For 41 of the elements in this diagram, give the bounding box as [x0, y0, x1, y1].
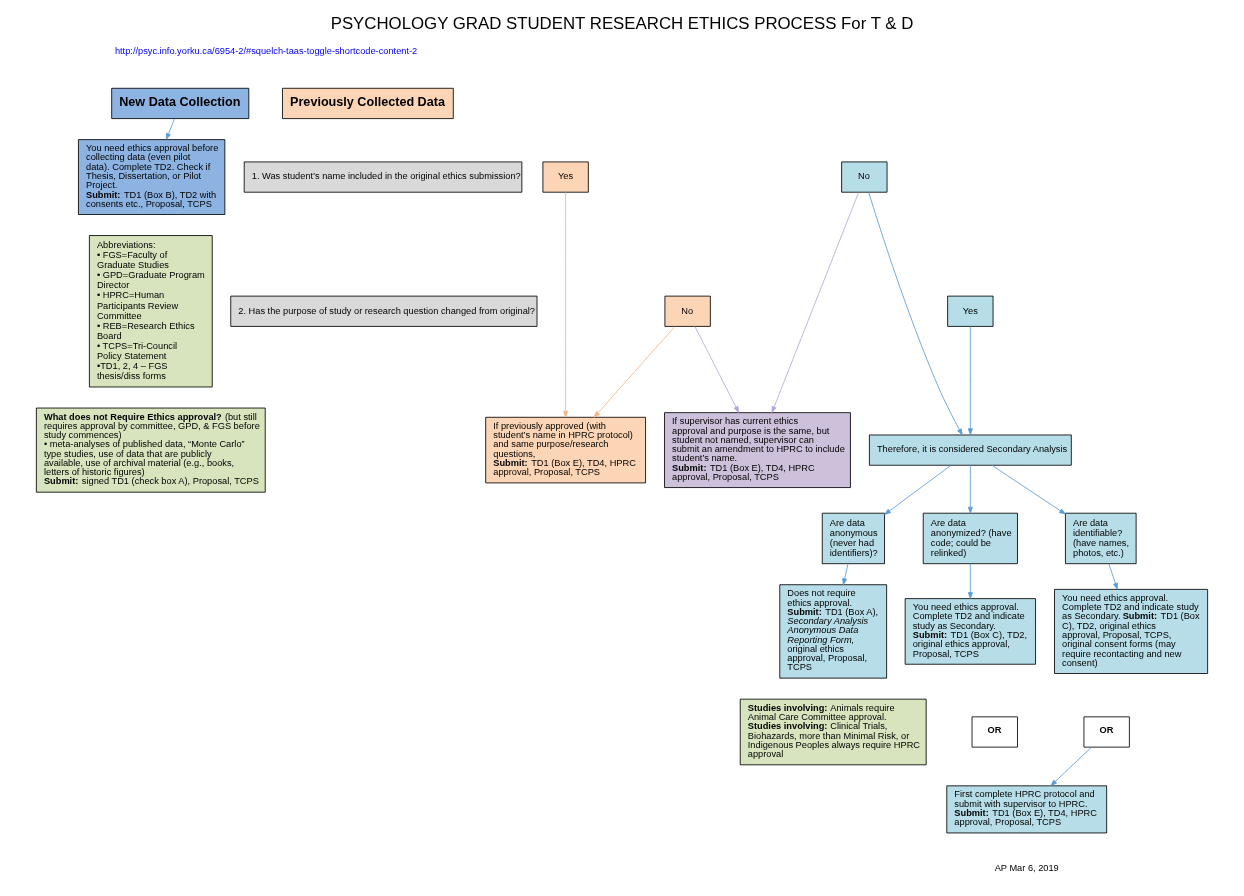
label: AP Mar 6, 2019	[994, 863, 1059, 874]
node-box: Are data anonymous (never had identifiers)?	[821, 512, 885, 565]
node-box: Yes	[542, 161, 589, 193]
arrow	[563, 192, 569, 418]
node-box: Are data anonymized? (have code; could be relinked)	[922, 512, 1018, 565]
node-box: OR	[971, 716, 1018, 748]
node-box: If supervisor has current ethics approval and purpose is the same, but student not named, supervisor can submit an amendment to HPRC to include student’s name. Submit: TD1 (Box E), TD4, HPRC approval, Proposal, TCPS	[664, 412, 851, 488]
arrow	[1108, 563, 1118, 590]
node-box: 1. Was student’s name included in the original ethics submission?	[243, 161, 523, 193]
arrow	[967, 464, 973, 514]
arrow	[165, 118, 175, 140]
node-box: 2. Has the purpose of study or research question changed from original?	[230, 295, 538, 327]
node-box: First complete HPRC protocol and submit with supervisor to HPRC. Submit: TD1 (Box E), TD4, HPRC approval, Proposal, TCPS	[946, 785, 1108, 834]
node-box: You need ethics approval before collecting data (even pilot data). Complete TD2. Check if Thesis, Dissertation, or Pilot Project. Submit: TD1 (Box B), TD2 with consents etc., Proposal, TCPS	[78, 139, 226, 215]
node-box: Yes	[947, 295, 994, 327]
node-box: Therefore, it is considered Secondary Analysis	[868, 434, 1072, 466]
node-box: You need ethics approval. Complete TD2 and indicate study as Secondary. Submit: TD1 (Box C), TD2, original ethics approval, Proposal, TCPS	[904, 598, 1036, 665]
node-box: New Data Collection	[111, 87, 250, 119]
arrow	[991, 464, 1066, 515]
node-box: No	[664, 295, 711, 327]
arrow	[593, 326, 676, 418]
label: http://psyc.info.yorku.ca/6954-2/#squelch-taas-toggle-shortcode-content-2	[114, 46, 418, 57]
arrow	[694, 326, 740, 413]
node-box: Studies involving: Animals require Animal Care Committee approval. Studies involving: Clinical Trials, Biohazards, more than Minimal Risk, or Indigenous Peoples always require HPRC approval	[739, 698, 927, 766]
node-box: You need ethics approval. Complete TD2 and indicate study as Secondary. Submit: TD1 (Box C), TD2, original ethics approval, Proposal, TCPS, original consent forms (may require recontacting and new consent)	[1054, 588, 1209, 674]
node-box: Previously Collected Data	[282, 87, 454, 119]
arrow	[868, 191, 963, 436]
arrow	[967, 326, 973, 436]
node-box: Are data identifiable? (have names, photos, etc.)	[1065, 512, 1137, 565]
arrow	[771, 192, 859, 413]
arrow	[967, 563, 973, 599]
node-box: If previously approved (with student’s name in HPRC protocol) and same purpose/research questions, Submit: TD1 (Box E), TD4, HPRC approval, Proposal, TCPS	[485, 416, 646, 484]
arrow	[1050, 747, 1092, 787]
node-box: Abbreviations: • FGS=Faculty of Graduate Studies • GPD=Graduate Program Director • HPRC=Human Participants Review Committee • REB=Research Ethics Board • TCPS=Tri-Council Policy Statement •TD1, 2, 4 – FGS thesis/diss forms	[88, 235, 213, 388]
node-box: OR	[1083, 716, 1130, 748]
arrow	[884, 464, 952, 515]
arrow	[842, 563, 849, 585]
node-box: No	[841, 161, 888, 193]
node-box: Does not require ethics approval. Submit: TD1 (Box A), Secondary Analysis Anonymous Data Reporting Form, original ethics approval, Proposal, TCPS	[779, 584, 888, 679]
diagram-title: PSYCHOLOGY GRAD STUDENT RESEARCH ETHICS PROCESS For T & D	[330, 13, 914, 33]
node-box: What does not Require Ethics approval? (but still requires approval by committee, GPD, & FGS before study commences) • meta-analyses of published data, “Monte Carlo” type studies, use of data that are publicly available, use of archival material (e.g., books, letters of historic figures) Submit: signed TD1 (check box A), Proposal, TCPS	[35, 407, 266, 493]
